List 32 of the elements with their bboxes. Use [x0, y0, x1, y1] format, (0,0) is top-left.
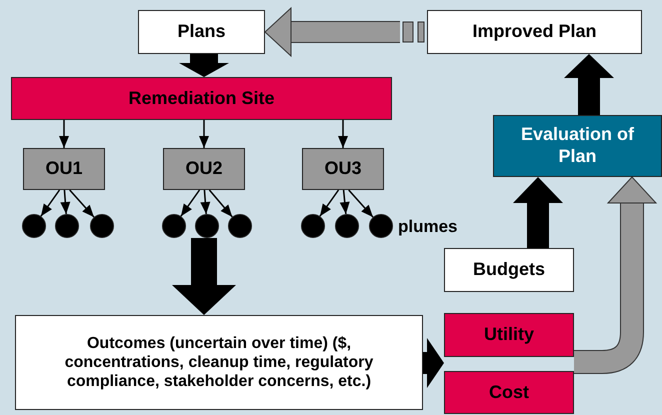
plume-circle — [55, 214, 79, 238]
box-label: Evaluation of Plan — [520, 124, 635, 168]
plume-circle — [90, 214, 114, 238]
box-label: Remediation Site — [128, 88, 275, 110]
plume-circle — [369, 214, 393, 238]
process-box — [15, 315, 423, 410]
unit-box — [163, 148, 245, 190]
box-label: Cost — [489, 382, 529, 404]
process-box — [138, 10, 265, 54]
process-box — [444, 371, 574, 414]
box-label: Plans — [177, 21, 226, 43]
box-label: Utility — [484, 324, 534, 346]
process-box — [427, 10, 642, 54]
box-label: Budgets — [473, 259, 545, 281]
box-label: Improved Plan — [472, 21, 597, 43]
plume-circle — [335, 214, 359, 238]
plume-label: plumes — [398, 217, 458, 237]
process-box — [11, 77, 392, 120]
box-label: OU3 — [324, 158, 362, 180]
plume-circle — [195, 214, 219, 238]
unit-box — [23, 148, 105, 190]
process-box — [493, 115, 662, 177]
process-box — [444, 313, 574, 357]
process-box — [444, 248, 574, 292]
box-label: Outcomes (uncertain over time) ($, concentrations, cleanup time, regulatory compliance, stakeholder concerns, etc.) — [64, 334, 374, 392]
plume-circle — [301, 214, 325, 238]
plume-circle — [228, 214, 252, 238]
box-label: OU2 — [185, 158, 222, 180]
plume-circle — [22, 214, 46, 238]
plume-circle — [162, 214, 186, 238]
box-label: OU1 — [45, 158, 82, 180]
unit-box — [302, 148, 384, 190]
